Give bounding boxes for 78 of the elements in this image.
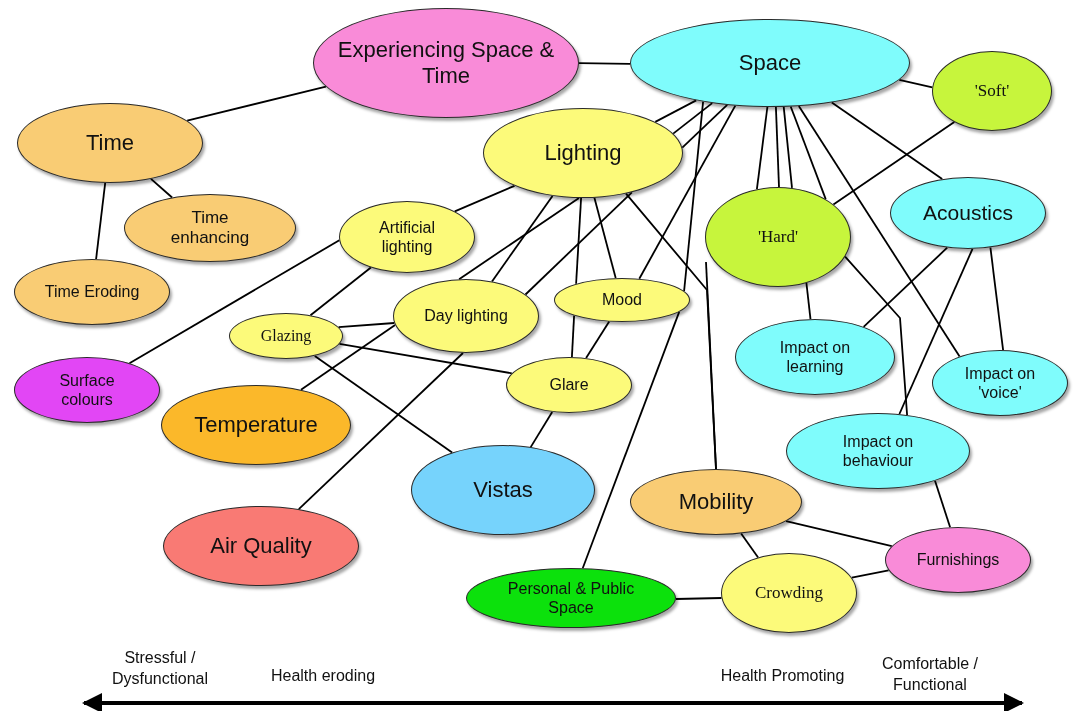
concept-label: Surface colours — [58, 370, 116, 410]
connector-line — [934, 479, 951, 529]
connector-line — [805, 282, 812, 320]
concept-label: Day lighting — [424, 306, 508, 326]
concept-label: Glazing — [260, 326, 312, 346]
connector-line — [585, 320, 611, 359]
concept-label: Furnishings — [916, 550, 1000, 570]
concept-ellipse — [705, 187, 851, 287]
concept-label: 'Hard' — [757, 226, 799, 248]
connector-line — [625, 192, 717, 470]
concept-label: Mobility — [678, 488, 754, 516]
connector-line — [782, 105, 793, 189]
connector-line — [789, 105, 827, 200]
connector-line — [675, 597, 723, 600]
connector-line — [128, 239, 341, 365]
connector-line — [578, 62, 631, 65]
concept-label: Mood — [602, 290, 642, 310]
concept-label: Lighting — [544, 139, 622, 167]
connector-line — [575, 197, 582, 285]
connector-line — [683, 100, 704, 292]
connector-line — [337, 322, 396, 329]
concept-label: Time Eroding — [44, 282, 140, 302]
concept-ellipse — [339, 201, 475, 273]
connector-line — [654, 99, 698, 123]
concept-label: Crowding — [755, 582, 823, 604]
connector-line — [832, 121, 956, 206]
concept-label: Temperature — [194, 411, 318, 439]
connector-line — [309, 266, 372, 317]
concept-label: Space — [738, 49, 802, 77]
concept-ellipse — [932, 350, 1068, 416]
concept-label: Artificial lighting — [378, 217, 436, 257]
connector-line — [672, 102, 714, 135]
concept-ellipse — [161, 385, 351, 465]
scale-label: Health Promoting — [719, 666, 846, 686]
connector-line — [491, 195, 554, 283]
connector-line — [898, 78, 934, 89]
concept-label: Impact on learning — [778, 337, 852, 377]
concept-label: Vistas — [473, 476, 533, 504]
connector-line — [297, 352, 464, 510]
connector-line — [338, 343, 513, 375]
connector-line — [775, 106, 780, 188]
connector-line — [186, 85, 327, 122]
concept-ellipse — [630, 469, 802, 535]
concept-ellipse — [14, 259, 170, 325]
connector-line — [571, 314, 575, 358]
connector-line — [453, 184, 516, 213]
concept-ellipse — [483, 108, 683, 198]
concept-label: Time enhancing — [169, 207, 251, 249]
scale-label: Stressful / Dysfunctional — [110, 648, 209, 689]
concept-label: Time — [85, 129, 135, 157]
concept-ellipse — [554, 278, 690, 322]
concept-label: Impact on behaviour — [841, 431, 915, 471]
concept-label: Personal & Public Space — [506, 578, 636, 618]
concept-label: Impact on 'voice' — [963, 363, 1037, 403]
connector-line — [524, 191, 633, 296]
concept-label: 'Soft' — [974, 80, 1010, 102]
connector-line — [95, 182, 107, 260]
connector-line — [898, 248, 974, 415]
connector-line — [593, 196, 617, 279]
concept-label: Glare — [549, 375, 589, 395]
connector-line — [581, 311, 681, 570]
connector-line — [785, 520, 893, 547]
concept-label: Experiencing Space & Time — [336, 36, 556, 90]
concept-ellipse — [506, 357, 632, 413]
concept-ellipse — [393, 279, 539, 353]
concept-label: Air Quality — [210, 532, 312, 560]
connector-line — [830, 101, 944, 180]
connector-line — [458, 197, 580, 281]
connector-line — [313, 355, 453, 454]
connector-line — [300, 324, 396, 391]
scale-label: Health eroding — [269, 666, 377, 686]
concept-ellipse — [229, 313, 343, 359]
connector-line — [150, 178, 173, 199]
concept-label: Acoustics — [923, 200, 1013, 226]
scale-label: Comfortable / Functional — [880, 654, 979, 695]
concept-ellipse — [14, 357, 160, 423]
connector-line — [681, 104, 729, 149]
connector-line — [797, 105, 961, 358]
